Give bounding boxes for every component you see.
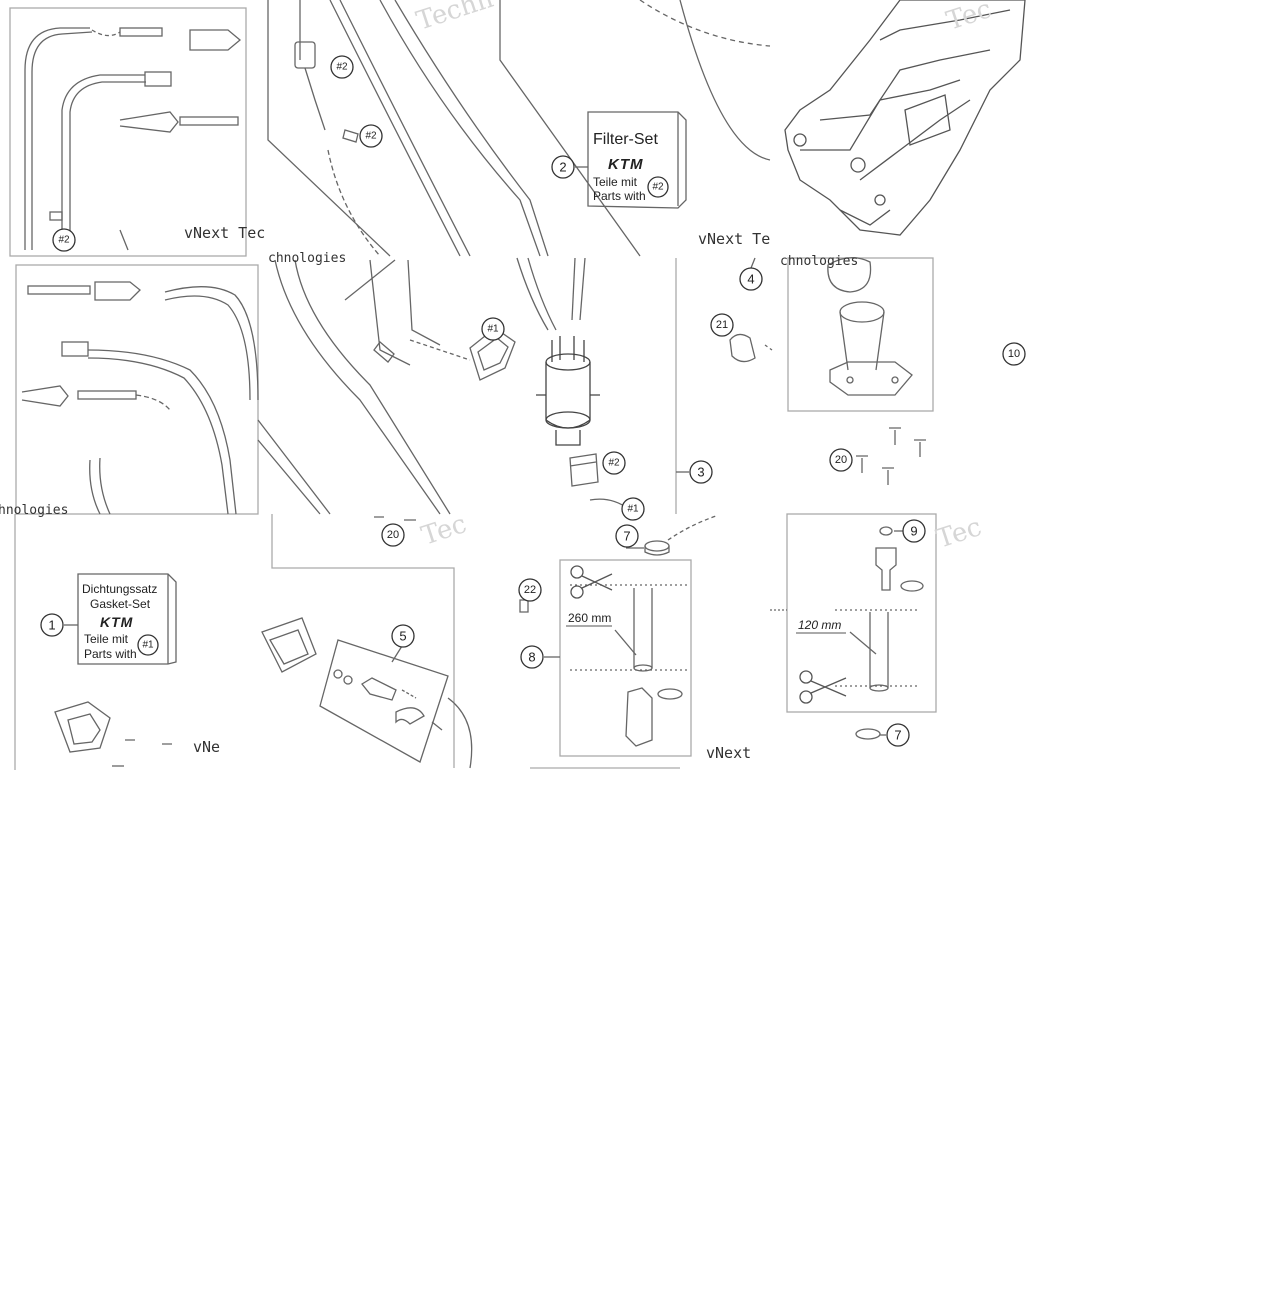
tile-sensor-cables-mid bbox=[15, 264, 259, 515]
callout-4-label: 4 bbox=[747, 272, 754, 287]
callout-21-label: 21 bbox=[716, 319, 728, 331]
callout-20-label: 20 bbox=[387, 529, 399, 541]
ktm-logo: KTM bbox=[100, 614, 133, 630]
watermark-text: Techn bbox=[413, 0, 497, 37]
watermark-text: chnologies bbox=[268, 251, 346, 266]
callout-7-circle bbox=[615, 524, 639, 548]
tile-connector-5 bbox=[261, 514, 473, 769]
tile-gasket-set bbox=[14, 514, 177, 770]
gasket-set-line1: Teile mit bbox=[84, 632, 129, 646]
callout-3-circle bbox=[689, 460, 713, 484]
ref-2-label: #2 bbox=[365, 131, 377, 142]
gasket-set-title-de: Dichtungssatz bbox=[82, 582, 157, 596]
ref-1-label: #1 bbox=[627, 504, 639, 515]
callout-20-circle bbox=[829, 448, 853, 472]
mounting-screws-20 bbox=[856, 427, 926, 485]
gasket-set-title-en: Gasket-Set bbox=[90, 597, 151, 611]
callout-20-label: 20 bbox=[835, 454, 847, 466]
tile-rear-frame bbox=[784, 0, 1026, 236]
callout-10-label: 10 bbox=[1008, 348, 1020, 360]
tile-hose-120 bbox=[770, 513, 937, 740]
callout-leaders bbox=[64, 166, 903, 736]
watermark-text: Tec bbox=[943, 0, 995, 37]
filter-set-box bbox=[587, 111, 687, 209]
watermark-text: chnologies bbox=[780, 254, 858, 269]
callout-10-circle bbox=[1002, 342, 1026, 366]
filter-set-ref: #2 bbox=[652, 182, 664, 193]
filter-set-line2: Parts with bbox=[593, 189, 646, 203]
callout-3-label: 3 bbox=[697, 465, 704, 480]
callout-20-circle bbox=[381, 523, 405, 547]
callout-5-label: 5 bbox=[399, 629, 406, 644]
ref-1-circle bbox=[621, 497, 645, 521]
callout-22-circle bbox=[518, 578, 542, 602]
ref-2-label: #2 bbox=[336, 62, 348, 73]
watermark-text: hnologies bbox=[0, 503, 68, 518]
tile-flange bbox=[675, 257, 934, 514]
tile-fuel-hoses-top bbox=[267, 0, 771, 257]
ref-2-circle bbox=[330, 55, 354, 79]
tile-hose-260 bbox=[519, 515, 717, 769]
callout-21-circle bbox=[710, 313, 734, 337]
filter-set-line1: Teile mit bbox=[593, 175, 638, 189]
fuel-pump bbox=[536, 336, 600, 446]
callout-22-label: 22 bbox=[524, 584, 536, 596]
gasket-set-ref: #1 bbox=[142, 640, 154, 651]
callout-5-circle bbox=[391, 624, 415, 648]
ref-2-circle bbox=[647, 176, 669, 198]
ref-1-circle bbox=[137, 634, 159, 656]
callout-9-circle bbox=[902, 519, 926, 543]
callout-7-circle bbox=[886, 723, 910, 747]
tile-fuel-hoses-mid bbox=[257, 257, 586, 515]
scissors-icon bbox=[570, 565, 613, 599]
watermark-text: vNext Tec bbox=[184, 224, 265, 242]
callout-8-label: 8 bbox=[528, 650, 535, 665]
filter-set-title: Filter-Set bbox=[593, 131, 658, 148]
callout-7-label: 7 bbox=[894, 728, 901, 743]
callout-1-circle bbox=[40, 613, 64, 637]
watermark-text: vNe bbox=[193, 738, 220, 756]
callout-9-label: 9 bbox=[910, 524, 917, 539]
callout-2-circle bbox=[551, 155, 575, 179]
watermark-text: Tec bbox=[418, 509, 470, 552]
callout-8-circle bbox=[520, 645, 544, 669]
callout-4-circle bbox=[739, 267, 763, 291]
scissors-icon bbox=[799, 670, 847, 704]
ref-2-label: #2 bbox=[608, 458, 620, 469]
pump-filter-sleeve bbox=[569, 453, 599, 487]
gasket-set-line2: Parts with bbox=[84, 647, 137, 661]
callout-2-label: 2 bbox=[559, 160, 566, 175]
ref-2-circle bbox=[359, 124, 383, 148]
ref-2-circle bbox=[52, 228, 76, 252]
watermark-text: vNext bbox=[706, 744, 751, 762]
watermark-text: vNext Te bbox=[698, 230, 770, 248]
ref-1-label: #1 bbox=[487, 324, 499, 335]
callout-7-label: 7 bbox=[623, 529, 630, 544]
dimension-120mm: 120 mm bbox=[798, 618, 841, 632]
callout-1-label: 1 bbox=[48, 618, 55, 633]
watermark-text: Tec bbox=[933, 512, 985, 555]
tile-sensor-cables-top bbox=[9, 7, 247, 257]
ref-1-circle bbox=[481, 317, 505, 341]
dimension-260mm: 260 mm bbox=[568, 611, 611, 625]
ref-2-label: #2 bbox=[58, 235, 70, 246]
ktm-logo: KTM bbox=[608, 156, 644, 173]
ref-2-circle bbox=[602, 451, 626, 475]
